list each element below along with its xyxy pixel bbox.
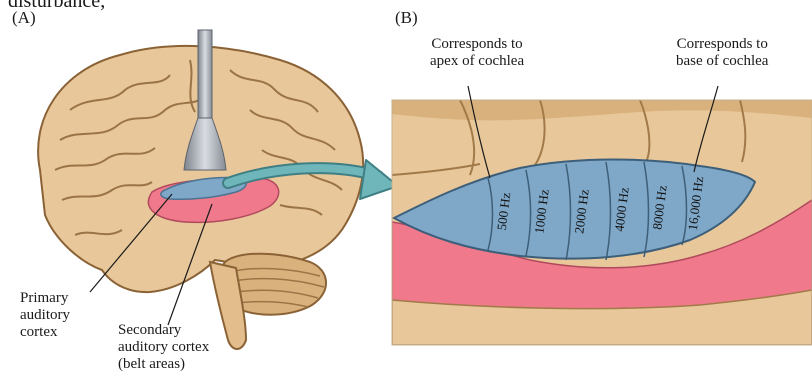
- primary-auditory-cortex-label: Primary auditory cortex: [20, 290, 70, 341]
- apex-label-line-2: apex of cochlea: [430, 53, 524, 70]
- brain-illustration: [38, 30, 363, 349]
- primary-label-line-3: cortex: [20, 324, 70, 341]
- secondary-auditory-cortex-label: Secondary auditory cortex (belt areas): [118, 322, 209, 373]
- apex-label-line-1: Corresponds to: [430, 36, 524, 53]
- base-label: Corresponds to base of cochlea: [676, 36, 768, 70]
- primary-label-line-1: Primary: [20, 290, 70, 307]
- apex-label: Corresponds to apex of cochlea: [430, 36, 524, 70]
- base-label-line-2: base of cochlea: [676, 53, 768, 70]
- primary-label-line-2: auditory: [20, 307, 70, 324]
- secondary-label-line-1: Secondary: [118, 322, 209, 339]
- base-label-line-1: Corresponds to: [676, 36, 768, 53]
- panel-b-magnified-cortex: [392, 100, 812, 345]
- secondary-label-line-2: auditory cortex: [118, 339, 209, 356]
- secondary-label-line-3: (belt areas): [118, 356, 209, 373]
